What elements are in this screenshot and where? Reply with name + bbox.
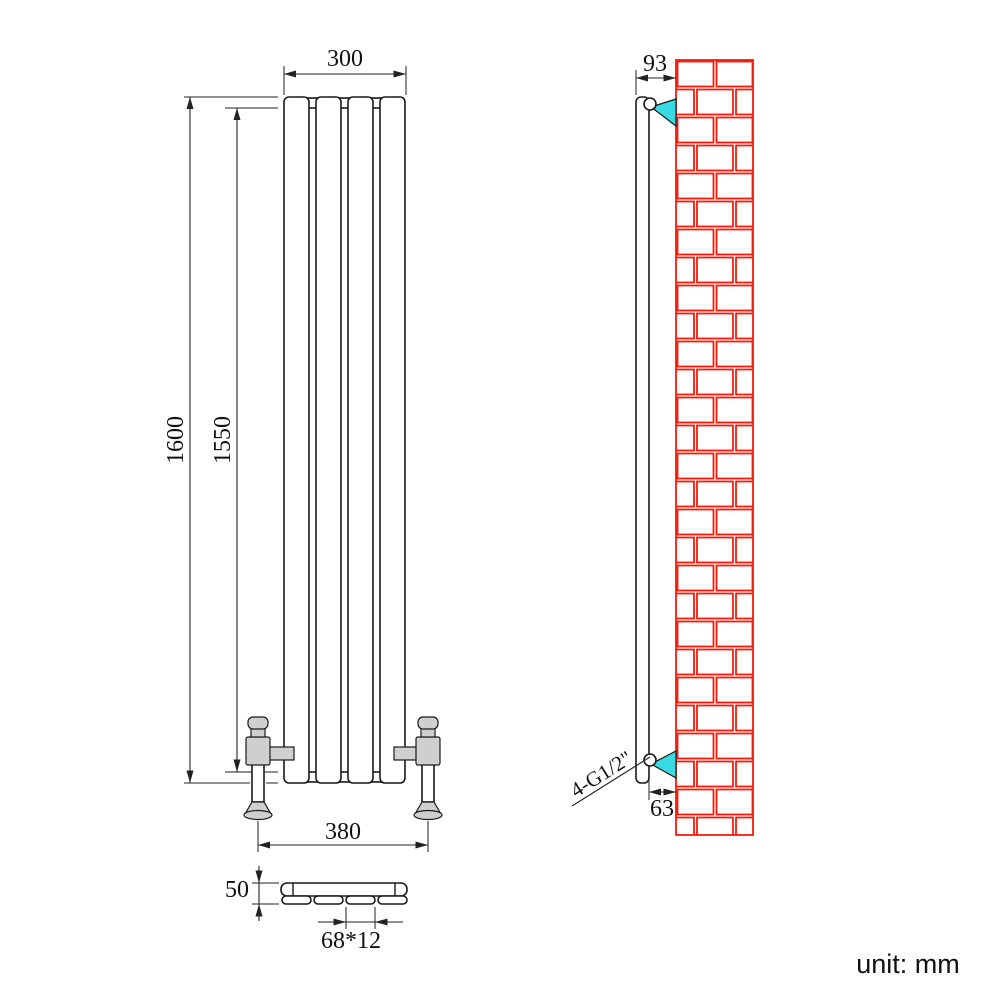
panel-section-4 xyxy=(377,895,408,905)
wall-outline xyxy=(675,59,754,836)
dimension-panel-height: 1550 xyxy=(210,107,278,773)
connection-note-label: 4-G1/2" xyxy=(566,746,636,802)
dimension-valve-spacing: 380 xyxy=(257,819,429,852)
bottom-bracket xyxy=(643,750,677,780)
right-valve xyxy=(393,716,443,821)
side-view: 93 63 4-G1/2" xyxy=(566,51,754,836)
pipe-connection xyxy=(643,753,657,767)
panel-2 xyxy=(315,96,342,784)
dimension-depth: 50 xyxy=(225,866,279,921)
wall-bracket xyxy=(649,98,677,128)
wall-fill xyxy=(676,60,753,835)
panel-section-2 xyxy=(313,895,344,905)
left-valve xyxy=(243,716,295,821)
dimension-label-valve-spacing: 380 xyxy=(325,819,361,845)
valve-body xyxy=(415,736,441,766)
top-view: 50 68*12 xyxy=(225,866,408,954)
dimension-label-width: 300 xyxy=(327,46,363,72)
panel-1 xyxy=(283,96,310,784)
panel-4 xyxy=(379,96,406,784)
valve-pipe xyxy=(421,763,435,803)
dimension-panel-section: 68*12 xyxy=(318,907,403,954)
valve-base xyxy=(413,809,443,821)
top-bracket xyxy=(643,97,677,128)
brick-wall xyxy=(675,59,754,836)
dimension-label-panel-section: 68*12 xyxy=(321,928,381,954)
dimension-top-wall-offset: 93 xyxy=(635,51,676,95)
wall-bracket xyxy=(649,750,677,780)
dimension-label-top-offset: 93 xyxy=(643,51,667,77)
unit-label: unit: mm xyxy=(856,949,960,979)
dimension-label-depth: 50 xyxy=(225,877,249,903)
valve-pipe xyxy=(251,763,265,803)
valve-knob xyxy=(247,716,269,730)
dimension-width: 300 xyxy=(283,46,407,95)
dimension-label-overall-height: 1600 xyxy=(163,416,189,464)
leader-line xyxy=(571,756,651,807)
panel-section-1 xyxy=(281,895,312,905)
front-view: 1600 1550 300 xyxy=(163,46,443,852)
radiator-side-profile xyxy=(635,96,650,784)
valve-body xyxy=(245,736,271,766)
dimension-label-bottom-offset: 63 xyxy=(650,796,674,822)
pipe-connection xyxy=(643,97,657,111)
header-profile xyxy=(280,882,408,897)
panel-section-3 xyxy=(345,895,376,905)
dimension-bottom-wall-offset: 63 xyxy=(648,779,676,822)
panel-3 xyxy=(347,96,374,784)
valve-base xyxy=(243,809,273,821)
radiator-front xyxy=(283,96,406,784)
dimension-overall-height: 1600 xyxy=(163,96,278,784)
valve-outlet xyxy=(267,746,295,761)
dimension-label-panel-height: 1550 xyxy=(210,416,236,464)
valve-knob xyxy=(417,716,439,730)
